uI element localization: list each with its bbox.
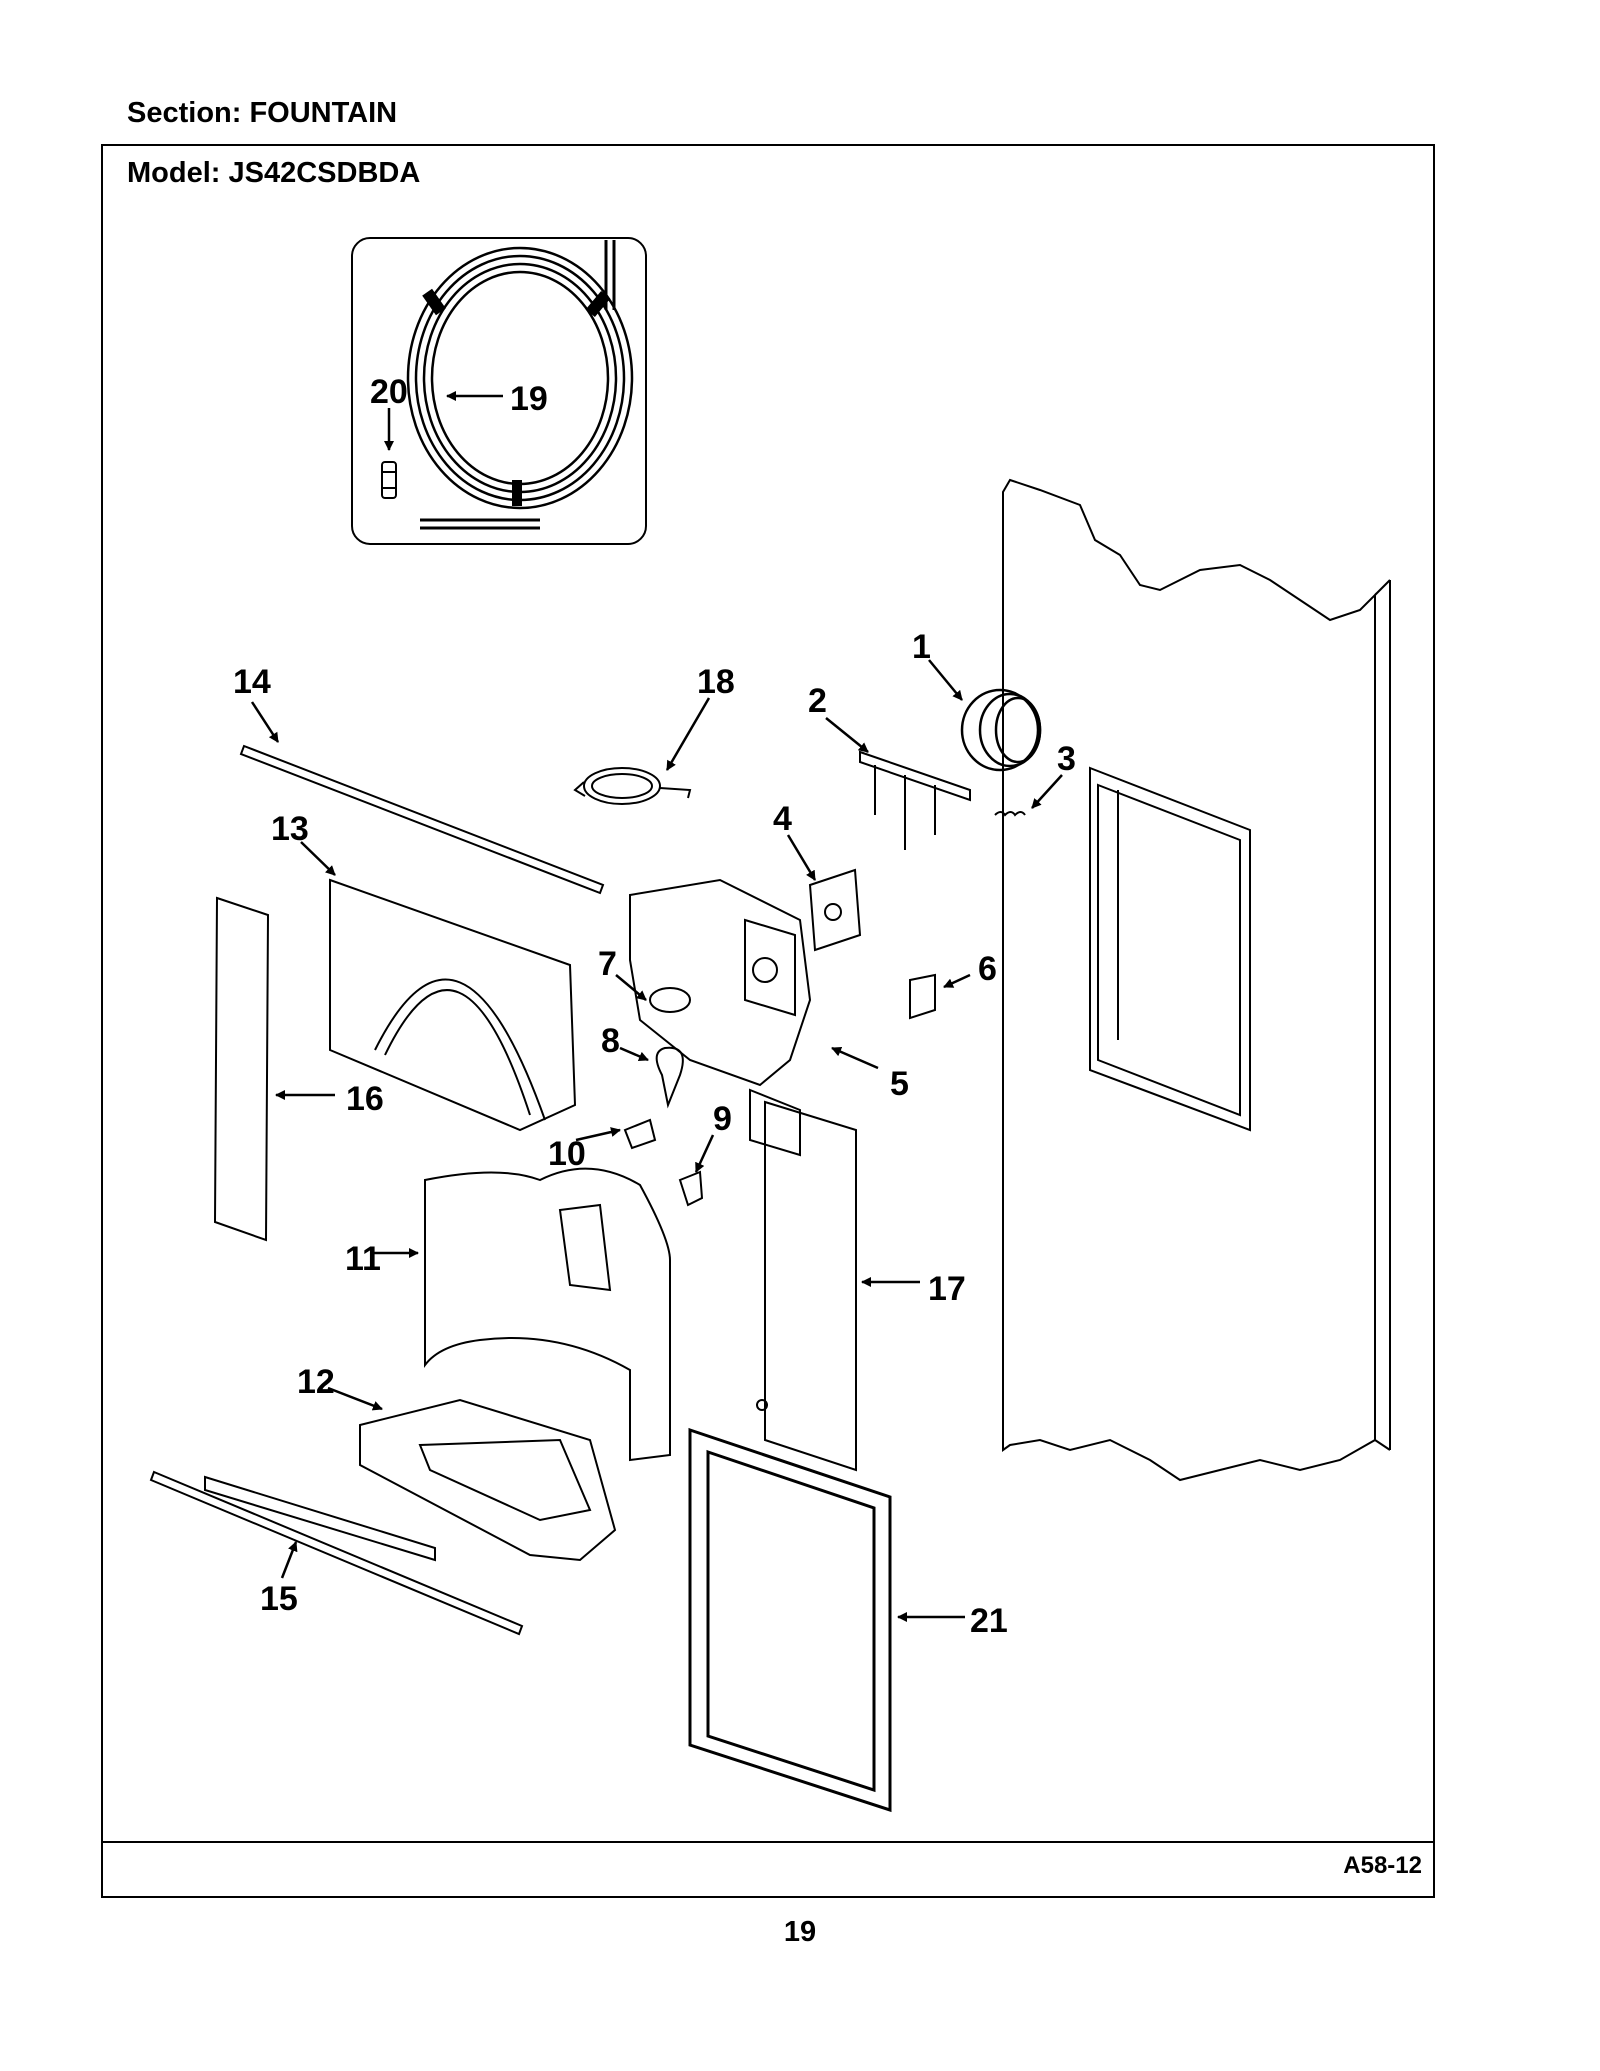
clip-part-6 bbox=[909, 973, 936, 1020]
front-panel-part-11 bbox=[424, 1167, 671, 1462]
page-number: 19 bbox=[783, 1916, 817, 1948]
section-title: Section: FOUNTAIN bbox=[127, 97, 398, 129]
callout-16: 16 bbox=[346, 1080, 384, 1118]
callout-2: 2 bbox=[808, 682, 827, 720]
callout-18: 18 bbox=[697, 663, 735, 701]
side-trim-part-16 bbox=[213, 896, 270, 1242]
callout-8: 8 bbox=[601, 1022, 620, 1060]
bottom-trim-strip-part-15 bbox=[149, 1470, 524, 1636]
footer-divider bbox=[101, 1841, 1435, 1843]
bulb-part-8 bbox=[655, 1046, 684, 1109]
callout-15: 15 bbox=[260, 1580, 298, 1618]
callout-13: 13 bbox=[271, 810, 309, 848]
callout-10: 10 bbox=[548, 1135, 586, 1173]
callout-6: 6 bbox=[978, 950, 997, 988]
callout-19: 19 bbox=[510, 380, 548, 418]
inset-tubing-coil bbox=[351, 237, 647, 545]
callout-1: 1 bbox=[912, 628, 931, 666]
callout-14: 14 bbox=[233, 663, 271, 701]
callout-21: 21 bbox=[970, 1602, 1008, 1640]
door-liner-panel bbox=[1002, 478, 1391, 1482]
callout-12: 12 bbox=[297, 1363, 335, 1401]
callout-17: 17 bbox=[928, 1270, 966, 1308]
lever-part-2 bbox=[859, 750, 971, 850]
switch-part-4 bbox=[808, 868, 862, 952]
callout-9: 9 bbox=[713, 1100, 732, 1138]
diagram-frame bbox=[101, 144, 1435, 1898]
top-trim-strip-part-14 bbox=[239, 744, 605, 895]
drip-tray-part-12 bbox=[359, 1398, 617, 1562]
fitting-part-20 bbox=[381, 461, 397, 499]
frame-part-21 bbox=[688, 1427, 892, 1813]
connector-part-10 bbox=[623, 1118, 657, 1150]
callout-5: 5 bbox=[890, 1065, 909, 1103]
ring-part-18 bbox=[573, 767, 692, 805]
socket-part-7 bbox=[649, 987, 691, 1013]
callout-20: 20 bbox=[370, 373, 408, 411]
callout-7: 7 bbox=[598, 945, 617, 983]
housing-part-5 bbox=[629, 878, 812, 1157]
spring-part-3 bbox=[994, 811, 1026, 817]
clip-part-9 bbox=[678, 1170, 704, 1207]
diagram-code: A58-12 bbox=[1343, 1852, 1422, 1879]
upper-cover-part-13 bbox=[329, 878, 577, 1132]
callout-3: 3 bbox=[1057, 740, 1076, 778]
callout-leaders bbox=[250, 391, 1063, 1622]
cap-part-1 bbox=[960, 688, 1042, 772]
side-panel-part-17 bbox=[756, 1100, 857, 1472]
callout-11: 11 bbox=[345, 1240, 381, 1278]
model-title: Model: JS42CSDBDA bbox=[127, 157, 421, 189]
callout-labels: 1 2 3 4 5 6 7 8 9 10 11 12 13 14 15 16 1… bbox=[233, 373, 1076, 1640]
callout-4: 4 bbox=[773, 800, 792, 838]
